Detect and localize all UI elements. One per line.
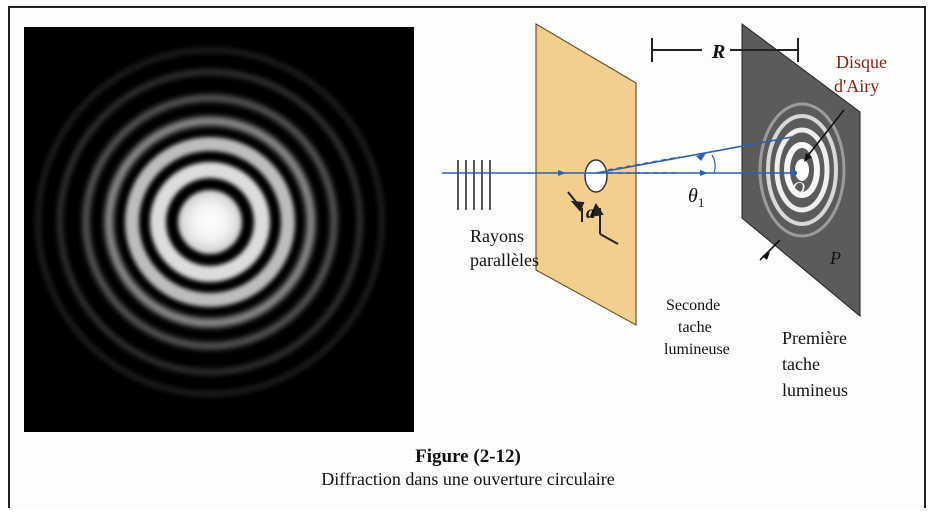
label-premiere-line1: Première bbox=[782, 328, 847, 348]
label-premiere-line2: tache bbox=[782, 354, 820, 374]
screen-airy-rings bbox=[758, 102, 846, 238]
pointer-arrow bbox=[804, 153, 812, 162]
diffraction-diagram: R Disque d'Airy O P θ1 a Rayons parallèl… bbox=[430, 10, 926, 430]
theta-arc bbox=[711, 154, 716, 174]
figure-caption: Figure (2-12) Diffraction dans une ouver… bbox=[0, 446, 936, 490]
figure-description: Diffraction dans une ouverture circulair… bbox=[321, 469, 615, 489]
r-dimension-marker bbox=[651, 38, 799, 62]
label-rayons-line2: parallèles bbox=[470, 250, 539, 270]
label-disque-line1: Disque bbox=[836, 52, 887, 72]
label-theta: θ1 bbox=[688, 185, 704, 210]
label-seconde-line2: tache bbox=[678, 319, 712, 336]
label-P: P bbox=[829, 248, 841, 268]
label-disque-line2: d'Airy bbox=[834, 76, 879, 96]
circular-aperture bbox=[584, 159, 608, 193]
pointer-arrow bbox=[762, 252, 770, 260]
figure-number: Figure (2-12) bbox=[415, 446, 521, 467]
ray-dashed-segment bbox=[607, 156, 681, 174]
label-O: O bbox=[792, 178, 805, 198]
airy-pattern-photo bbox=[24, 27, 414, 432]
label-seconde-line1: Seconde bbox=[666, 297, 720, 314]
label-R: R bbox=[711, 41, 725, 63]
label-premiere-line3: lumineus bbox=[782, 380, 848, 400]
label-rayons-line1: Rayons bbox=[470, 226, 524, 246]
label-seconde-line3: lumineuse bbox=[664, 341, 730, 358]
ray-arrow bbox=[696, 153, 706, 161]
aperture-size-marker bbox=[567, 191, 619, 245]
wavefront-lines bbox=[457, 160, 491, 210]
label-a: a bbox=[586, 202, 595, 222]
ray-arrow bbox=[700, 170, 708, 176]
ray-arrow bbox=[558, 170, 566, 176]
point-O bbox=[791, 170, 797, 176]
